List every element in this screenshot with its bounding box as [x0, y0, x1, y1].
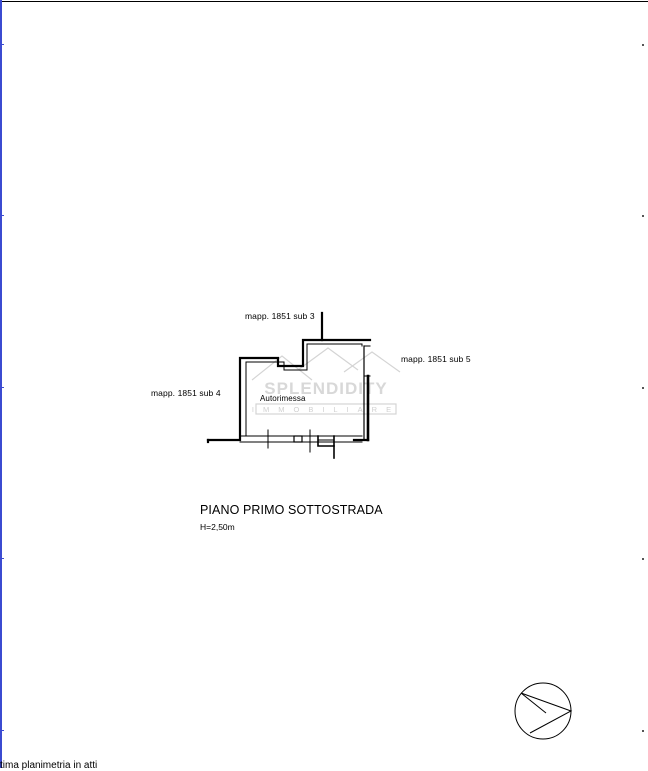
margin-tick [0, 558, 4, 559]
page-left-margin-rule [0, 0, 2, 768]
door-frame [317, 435, 335, 447]
watermark-brand: SPLENDIDITY [264, 379, 387, 398]
right-bracket [363, 345, 371, 377]
margin-tick [0, 215, 4, 216]
plan-title: PIANO PRIMO SOTTOSTRADA [200, 503, 383, 517]
label-mapp-sub-3: mapp. 1851 sub 3 [245, 311, 315, 321]
margin-tick [0, 387, 4, 388]
label-mapp-sub-4: mapp. 1851 sub 4 [151, 388, 221, 398]
page-top-rule [0, 0, 648, 2]
margin-tick [642, 387, 644, 389]
footer-note: tima planimetria in atti [0, 760, 98, 771]
watermark-tagline: IMMOBILIARE [252, 405, 400, 414]
margin-tick [0, 730, 4, 731]
margin-tick [642, 558, 644, 560]
label-room-autorimessa: Autorimessa [260, 394, 306, 403]
margin-tick [642, 730, 644, 732]
plan-height-note: H=2,50m [200, 522, 235, 532]
top-right-inner-wall [325, 343, 363, 347]
label-mapp-sub-5: mapp. 1851 sub 5 [401, 354, 471, 364]
margin-tick [642, 215, 644, 217]
bottom-wall [239, 435, 363, 443]
watermark-logo: SPLENDIDITY IMMOBILIARE [251, 347, 401, 415]
wall-pier [293, 435, 303, 443]
north-arrow-icon [514, 682, 573, 740]
inner-wall [245, 343, 327, 437]
margin-tick [642, 44, 644, 46]
outer-wall [206, 311, 324, 442]
margin-tick [0, 44, 4, 45]
